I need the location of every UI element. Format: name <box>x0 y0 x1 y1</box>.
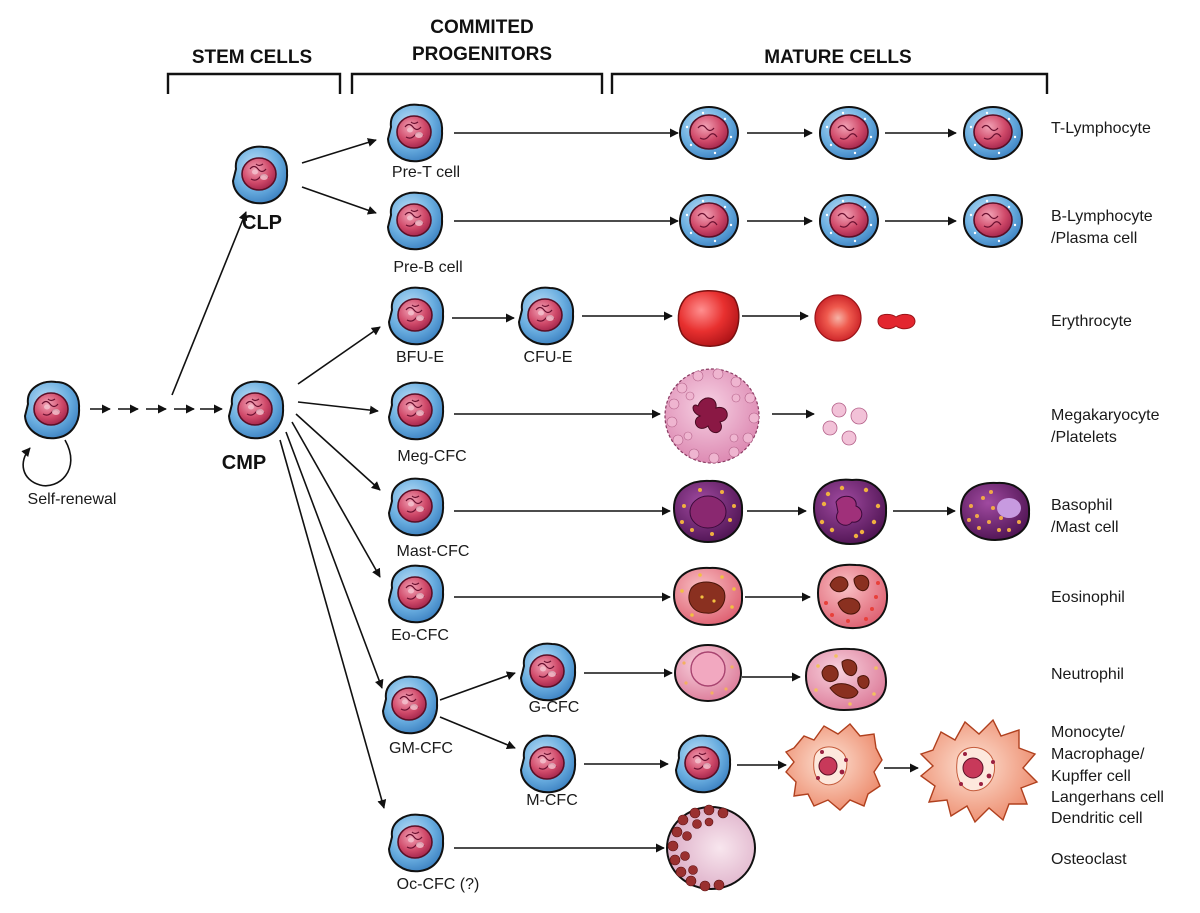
t-lymph-cell-3 <box>963 106 1023 160</box>
neutrophil-cell <box>804 647 888 712</box>
label-g-cfc: G-CFC <box>529 699 580 716</box>
bracket-mature-cells <box>610 72 1049 94</box>
bfu-e-cell <box>388 286 445 346</box>
neutrophil-precursor <box>674 644 742 702</box>
header-mature-cells: MATURE CELLS <box>764 47 911 68</box>
header-stem-cells: STEM CELLS <box>192 47 312 68</box>
label-erythrocyte: Erythrocyte <box>1051 313 1132 330</box>
label-oc-cfc: Oc-CFC (?) <box>397 876 480 893</box>
megakaryocyte-cell <box>664 368 760 464</box>
pre-t-cell <box>387 103 444 163</box>
bracket-stem-cells <box>166 72 342 94</box>
header-committed-line1: COMMITED <box>430 17 533 38</box>
label-osteoclast: Osteoclast <box>1051 851 1127 868</box>
label-m-cfc: M-CFC <box>526 792 578 809</box>
b-lymph-cell-2 <box>819 194 879 248</box>
label-basophil-1: Basophil <box>1051 497 1112 514</box>
oc-cfc-cell <box>388 813 445 873</box>
m-cfc-cell <box>520 734 577 794</box>
label-meg-cfc: Meg-CFC <box>397 448 466 465</box>
label-mast-cfc: Mast-CFC <box>397 543 470 560</box>
macrophage-cell-1 <box>784 723 883 811</box>
b-lymph-cell-1 <box>679 194 739 248</box>
arrow-to-clp <box>171 211 248 396</box>
cmp-cell <box>228 380 285 440</box>
monocyte-precursor <box>675 734 732 794</box>
label-cmp: CMP <box>222 452 266 474</box>
macrophage-cell-2 <box>919 718 1039 824</box>
label-pre-b-cell: Pre-B cell <box>393 259 462 276</box>
basophil-cell-2 <box>812 478 888 546</box>
clp-cell <box>232 145 289 205</box>
g-cfc-cell <box>520 642 577 702</box>
maturation-arrows <box>454 128 957 853</box>
b-lymph-cell-3 <box>963 194 1023 248</box>
label-cfu-e: CFU-E <box>524 349 573 366</box>
pre-b-cell <box>387 191 444 251</box>
gm-cfc-cell <box>382 675 439 735</box>
erythrocyte-cell <box>877 313 916 330</box>
label-monocyte-3: Kupffer cell <box>1051 768 1131 785</box>
cfu-e-cell <box>518 286 575 346</box>
label-t-lymphocyte: T-Lymphocyte <box>1051 120 1151 137</box>
progenitor-arrows <box>279 138 516 809</box>
label-eosinophil: Eosinophil <box>1051 589 1125 606</box>
mast-cell <box>959 481 1031 542</box>
label-monocyte-5: Dendritic cell <box>1051 810 1143 827</box>
bracket-progenitors <box>350 72 604 94</box>
label-b-lymphocyte-1: B-Lymphocyte <box>1051 208 1153 225</box>
header-committed-line2: PROGENITORS <box>412 44 552 65</box>
t-lymph-cell-2 <box>819 106 879 160</box>
osteoclast-cell <box>666 804 756 892</box>
label-monocyte-1: Monocyte/ <box>1051 724 1125 741</box>
label-neutrophil: Neutrophil <box>1051 666 1124 683</box>
label-bfu-e: BFU-E <box>396 349 444 366</box>
label-pre-t-cell: Pre-T cell <box>392 164 460 181</box>
label-monocyte-4: Langerhans cell <box>1051 789 1164 806</box>
eosinophil-cell <box>816 563 889 630</box>
t-lymph-cell-1 <box>679 106 739 160</box>
mast-cfc-cell <box>388 477 445 537</box>
eosinophil-precursor <box>672 566 744 627</box>
label-b-lymphocyte-2: /Plasma cell <box>1051 230 1137 247</box>
label-eo-cfc: Eo-CFC <box>391 627 449 644</box>
platelets-cluster <box>822 402 868 446</box>
label-self-renewal: Self-renewal <box>28 491 117 508</box>
label-basophil-2: /Mast cell <box>1051 519 1119 536</box>
label-megakaryocyte-2: /Platelets <box>1051 429 1117 446</box>
label-gm-cfc: GM-CFC <box>389 740 453 757</box>
hsc-cell <box>24 380 81 440</box>
reticulocyte-cell <box>814 294 862 342</box>
label-megakaryocyte-1: Megakaryocyte <box>1051 407 1160 424</box>
eo-cfc-cell <box>388 564 445 624</box>
normoblast-cell <box>677 290 740 347</box>
basophil-cell-1 <box>672 479 744 544</box>
self-renewal-loop <box>21 439 72 487</box>
label-clp: CLP <box>242 212 282 234</box>
meg-cfc-cell <box>388 381 445 441</box>
label-monocyte-2: Macrophage/ <box>1051 746 1145 763</box>
